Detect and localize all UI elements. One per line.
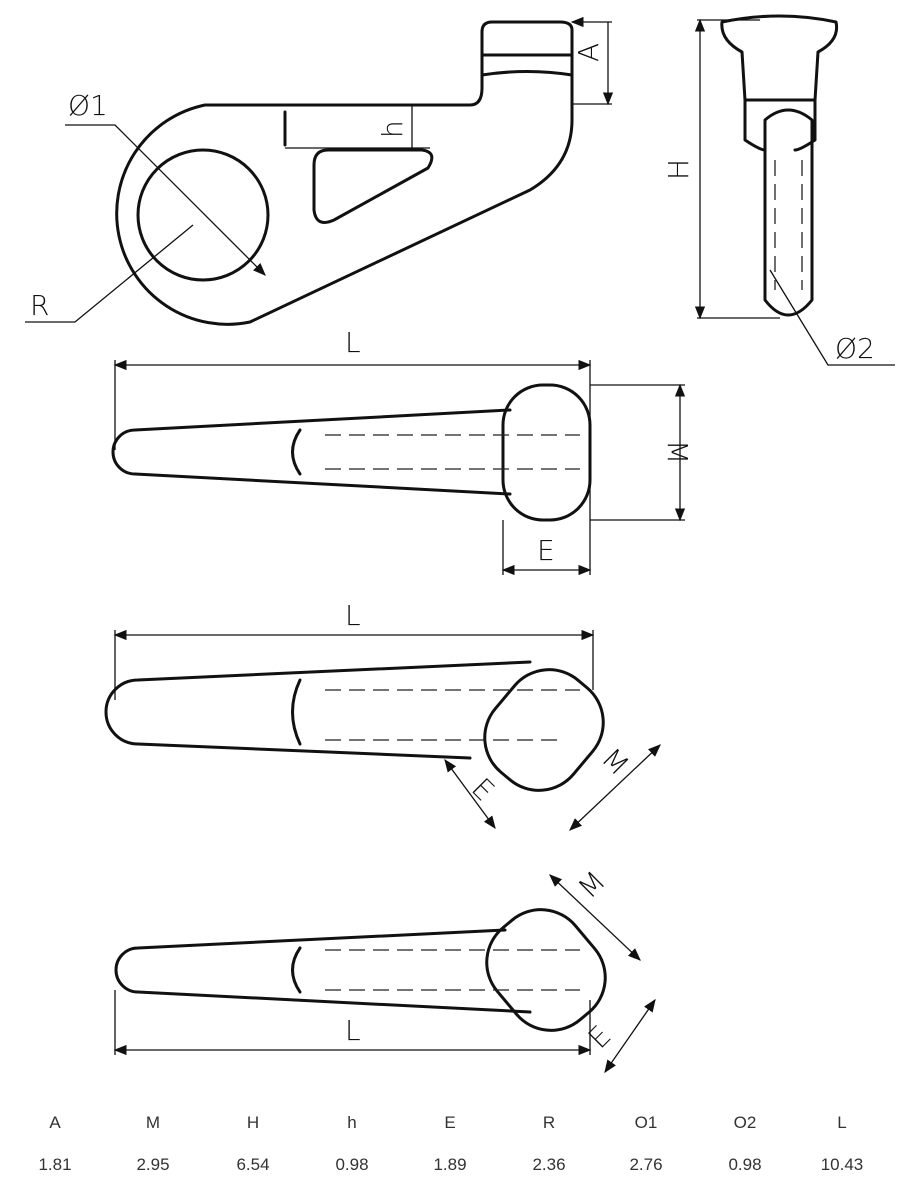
value-cell: 2.95 [136,1155,170,1174]
header-cell: M [145,1113,161,1132]
header-cell: A [49,1113,61,1132]
header-cell: h [347,1113,357,1132]
label-h: h [376,120,409,138]
header-cell: O2 [733,1113,757,1132]
value-cell: 0.98 [335,1155,369,1174]
technical-drawing: Ø1 R A h H Ø2 L M E [25,0,895,1074]
header-cell: O1 [634,1113,658,1132]
top-view-angled-down: L M E [113,865,656,1074]
label-M3: M [572,865,612,905]
value-cell: 10.43 [820,1155,864,1174]
label-H: H [662,159,695,180]
top-view-straight: L M E [111,326,694,576]
header-cell: R [542,1113,556,1132]
label-L1: L [345,326,361,359]
value-cell: 6.54 [236,1155,270,1174]
label-phi1: Ø1 [68,89,108,122]
value-cell: 2.76 [629,1155,663,1174]
label-A: A [572,43,605,62]
label-M2: M [595,742,635,782]
top-view-angled-up: L M E [104,599,661,831]
front-view: H Ø2 [662,14,895,366]
label-E1: E [537,534,555,567]
header-cell: E [444,1113,456,1132]
label-L3: L [345,1014,361,1047]
side-view: Ø1 R A h [25,22,612,326]
header-cell: L [837,1113,847,1132]
value-cell: 2.36 [532,1155,566,1174]
value-cell: 0.98 [728,1155,762,1174]
value-cell: 1.89 [433,1155,467,1174]
value-cell: 1.81 [38,1155,72,1174]
label-L2: L [345,599,361,632]
label-R: R [30,289,49,322]
label-M1: M [661,440,694,464]
label-phi2: Ø2 [835,332,875,365]
label-E2: E [465,772,501,808]
header-cell: H [246,1113,260,1132]
